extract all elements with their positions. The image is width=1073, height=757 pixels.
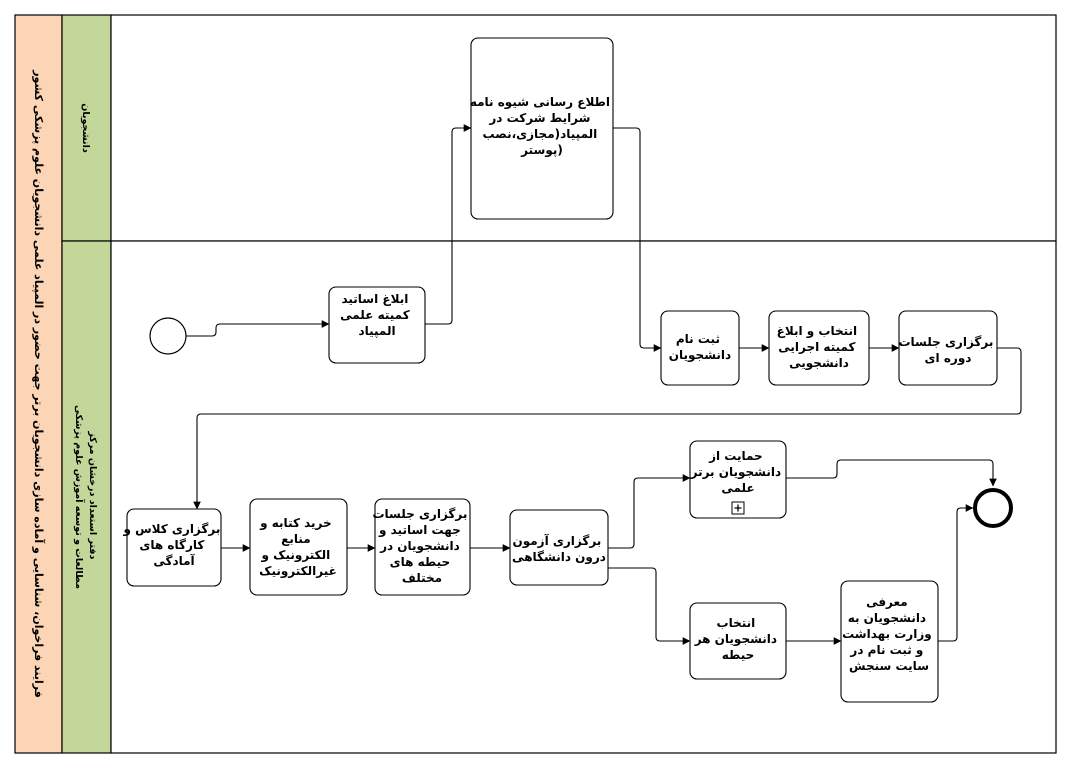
lane-office-label: دفتر استعداد درخشان مرکز مطالعات و توسعه… [74, 405, 99, 589]
task-support-label: حمایت از دانشجویان برتر علمی [690, 449, 786, 495]
task-books: خرید کتابه و منابع الکترونیک و غیرالکترو… [249, 498, 348, 596]
task-register-label: ثبت نام دانشجویان [669, 332, 731, 363]
flow-start-to-announce [186, 320, 330, 337]
task-support: حمایت از دانشجویان برتر علمی [689, 440, 787, 519]
flow-exam-to-support [608, 474, 691, 549]
task-introduce-label: معرفی دانشجویان به وزارت بهداشت و ثبت نا… [842, 595, 936, 673]
task-choose: انتخاب دانشجویان هر حیطه [689, 602, 787, 680]
flow-exam-to-choose [608, 567, 691, 645]
task-exam: برگزاری آزمون درون دانشگاهی [509, 509, 609, 586]
lane-office-header [61, 240, 112, 754]
flow-announce-to-inform [425, 124, 472, 325]
task-sessions-label: برگزاری جلسات دوره ای [898, 335, 997, 366]
task-choose-label: انتخاب دانشجویان هر حیطه [694, 616, 782, 662]
pool-title: فرایند فراخوان، شناسایی و آماده سازی دان… [32, 69, 46, 698]
task-books-label: خرید کتابه و منابع الکترونیک و غیرالکترو… [259, 516, 337, 579]
lane-students-header [61, 14, 112, 242]
task-meetings-label: برگزاری جلسات جهت اساتید و دانشجویان در … [372, 507, 471, 585]
task-exam-label: برگزاری آزمون درون دانشگاهی [512, 533, 606, 565]
task-classes-label: برگزاری کلاس و کارگاه های آمادگی [122, 522, 224, 568]
task-meetings: برگزاری جلسات جهت اساتید و دانشجویان در … [372, 498, 471, 596]
task-announce-label: ابلاغ اساتید کمیته علمی المپیاد [340, 292, 414, 338]
subprocess-expand-icon [731, 501, 745, 515]
flow-sessions-to-classes [193, 347, 1022, 510]
task-sessions: برگزاری جلسات دوره ای [898, 310, 998, 386]
task-select: انتخاب و ابلاغ کمیته اجرایی دانشجویی [768, 310, 870, 386]
task-select-label: انتخاب و ابلاغ کمیته اجرایی دانشجویی [777, 324, 862, 371]
task-announce: ابلاغ اساتید کمیته علمی المپیاد [328, 286, 426, 364]
task-introduce: معرفی دانشجویان به وزارت بهداشت و ثبت نا… [840, 580, 939, 703]
flow-support-to-end [786, 459, 997, 487]
flow-inform-to-register [613, 127, 662, 352]
start-event [149, 317, 187, 355]
end-event [973, 488, 1013, 528]
task-inform: اطلاع رسانی شیوه نامه شرایط شرکت در المپ… [470, 37, 614, 220]
task-inform-label: اطلاع رسانی شیوه نامه شرایط شرکت در المپ… [470, 95, 614, 158]
flow-introduce-to-end [938, 504, 974, 642]
lane-students-label: دانشجویان [81, 103, 92, 153]
pool-header [14, 14, 63, 754]
task-register: ثبت نام دانشجویان [660, 310, 740, 386]
task-classes: برگزاری کلاس و کارگاه های آمادگی [122, 508, 224, 587]
